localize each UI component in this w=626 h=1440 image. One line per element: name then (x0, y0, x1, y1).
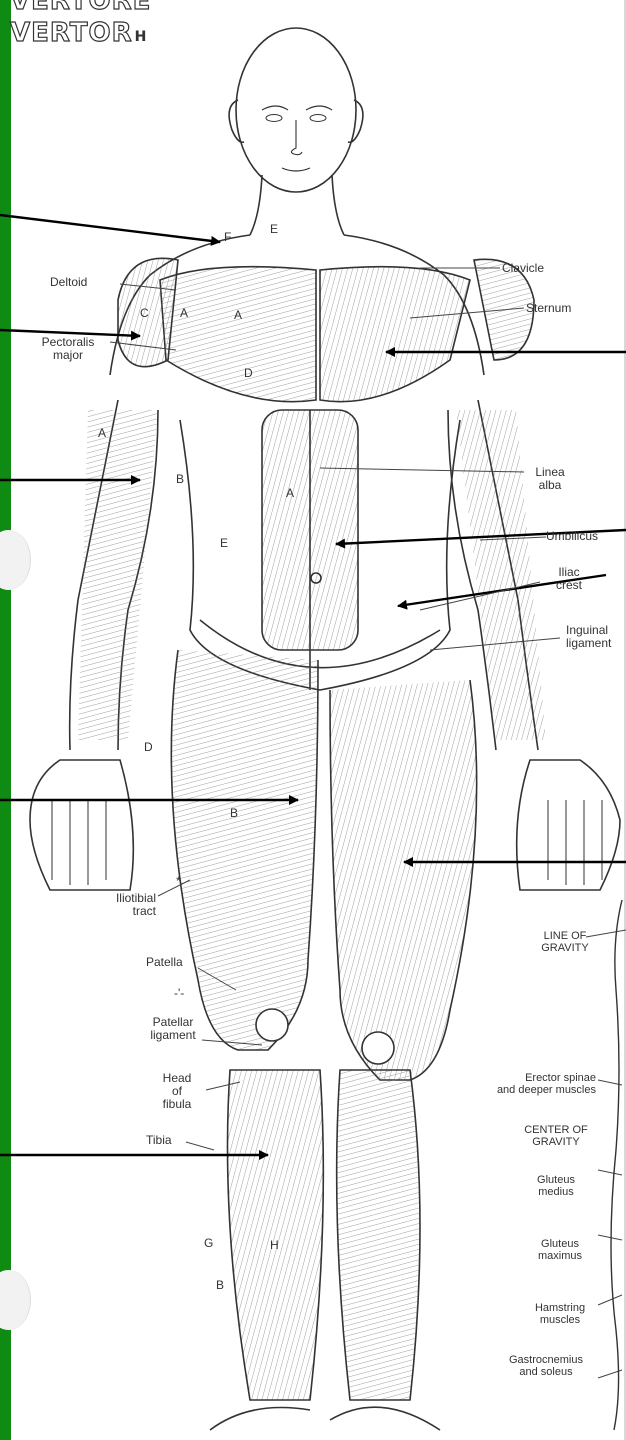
letter-d-thigh: D (144, 740, 153, 754)
label-inguinal-l2: ligament (566, 637, 611, 650)
letter-g: G (204, 1236, 213, 1250)
label-center-l2: GRAVITY (516, 1136, 596, 1148)
letter-a-pec: A (234, 308, 242, 322)
letter-h: H (270, 1238, 279, 1252)
label-iliotibial-tract: Iliotibial tract (90, 892, 156, 918)
label-sternum: Sternum (526, 302, 571, 315)
label-hamstring-l1: Hamstring (530, 1302, 590, 1314)
letter-b-arm: B (176, 472, 184, 486)
label-pectoralis-l2: major (28, 349, 108, 362)
figure-outline (30, 28, 620, 1430)
label-patellar-l2: ligament (138, 1029, 208, 1042)
label-tibia: Tibia (146, 1134, 172, 1147)
label-gastro-l2: and soleus (496, 1366, 596, 1378)
label-gmax-l1: Gluteus (530, 1238, 590, 1250)
label-linea-alba: Linea alba (520, 466, 580, 492)
label-gastro-l1: Gastrocnemius (496, 1354, 596, 1366)
label-gmed-l1: Gluteus (526, 1174, 586, 1186)
label-clavicle: Clavicle (502, 262, 544, 275)
label-deltoid: Deltoid (50, 276, 87, 289)
label-head-l3: fibula (150, 1098, 204, 1111)
label-erector-l1: Erector spinae (456, 1072, 596, 1084)
label-gastrocnemius: Gastrocnemius and soleus (496, 1354, 596, 1378)
letter-f: F (224, 230, 231, 244)
letter-e-neck: E (270, 222, 278, 236)
letter-d-pec: D (244, 366, 253, 380)
label-umbilicus: Umbilicus (546, 530, 598, 543)
label-iliac-l2: crest (546, 579, 592, 592)
label-iliotibial-l2: tract (90, 905, 156, 918)
tick-patella: -'- (174, 986, 184, 1000)
label-hamstring-l2: muscles (530, 1314, 590, 1326)
letter-b-thigh: B (230, 806, 238, 820)
letter-a-arm: A (98, 426, 106, 440)
letter-a-deltoid: A (180, 306, 188, 320)
label-head-of-fibula: Head of fibula (150, 1072, 204, 1111)
label-line-of-gravity: LINE OF GRAVITY (530, 930, 600, 954)
letter-a-abdomen: A (286, 486, 294, 500)
label-center-l1: CENTER OF (516, 1124, 596, 1136)
label-erector-l2: and deeper muscles (456, 1084, 596, 1096)
label-line-of-l2: GRAVITY (530, 942, 600, 954)
label-center-of-gravity: CENTER OF GRAVITY (516, 1124, 596, 1148)
letter-c-deltoid: C (140, 306, 149, 320)
letter-e-abdomen: E (220, 536, 228, 550)
label-iliac-crest: Iliac crest (546, 566, 592, 592)
label-erector-spinae: Erector spinae and deeper muscles (456, 1072, 596, 1096)
label-hamstring-muscles: Hamstring muscles (530, 1302, 590, 1326)
label-gmed-l2: medius (526, 1186, 586, 1198)
star-iliotibial: * (176, 874, 181, 888)
right-figure-fragment (611, 900, 622, 1430)
label-pectoralis-major: Pectoralis major (28, 336, 108, 362)
label-gmax-l2: maximus (530, 1250, 590, 1262)
label-gluteus-medius: Gluteus medius (526, 1174, 586, 1198)
label-gluteus-maximus: Gluteus maximus (530, 1238, 590, 1262)
label-line-of-l1: LINE OF (530, 930, 600, 942)
label-inguinal-ligament: Inguinal ligament (566, 624, 611, 650)
letter-b-leg: B (216, 1278, 224, 1292)
label-linea-l2: alba (520, 479, 580, 492)
label-patellar-ligament: Patellar ligament (138, 1016, 208, 1042)
label-patella: Patella (146, 956, 183, 969)
